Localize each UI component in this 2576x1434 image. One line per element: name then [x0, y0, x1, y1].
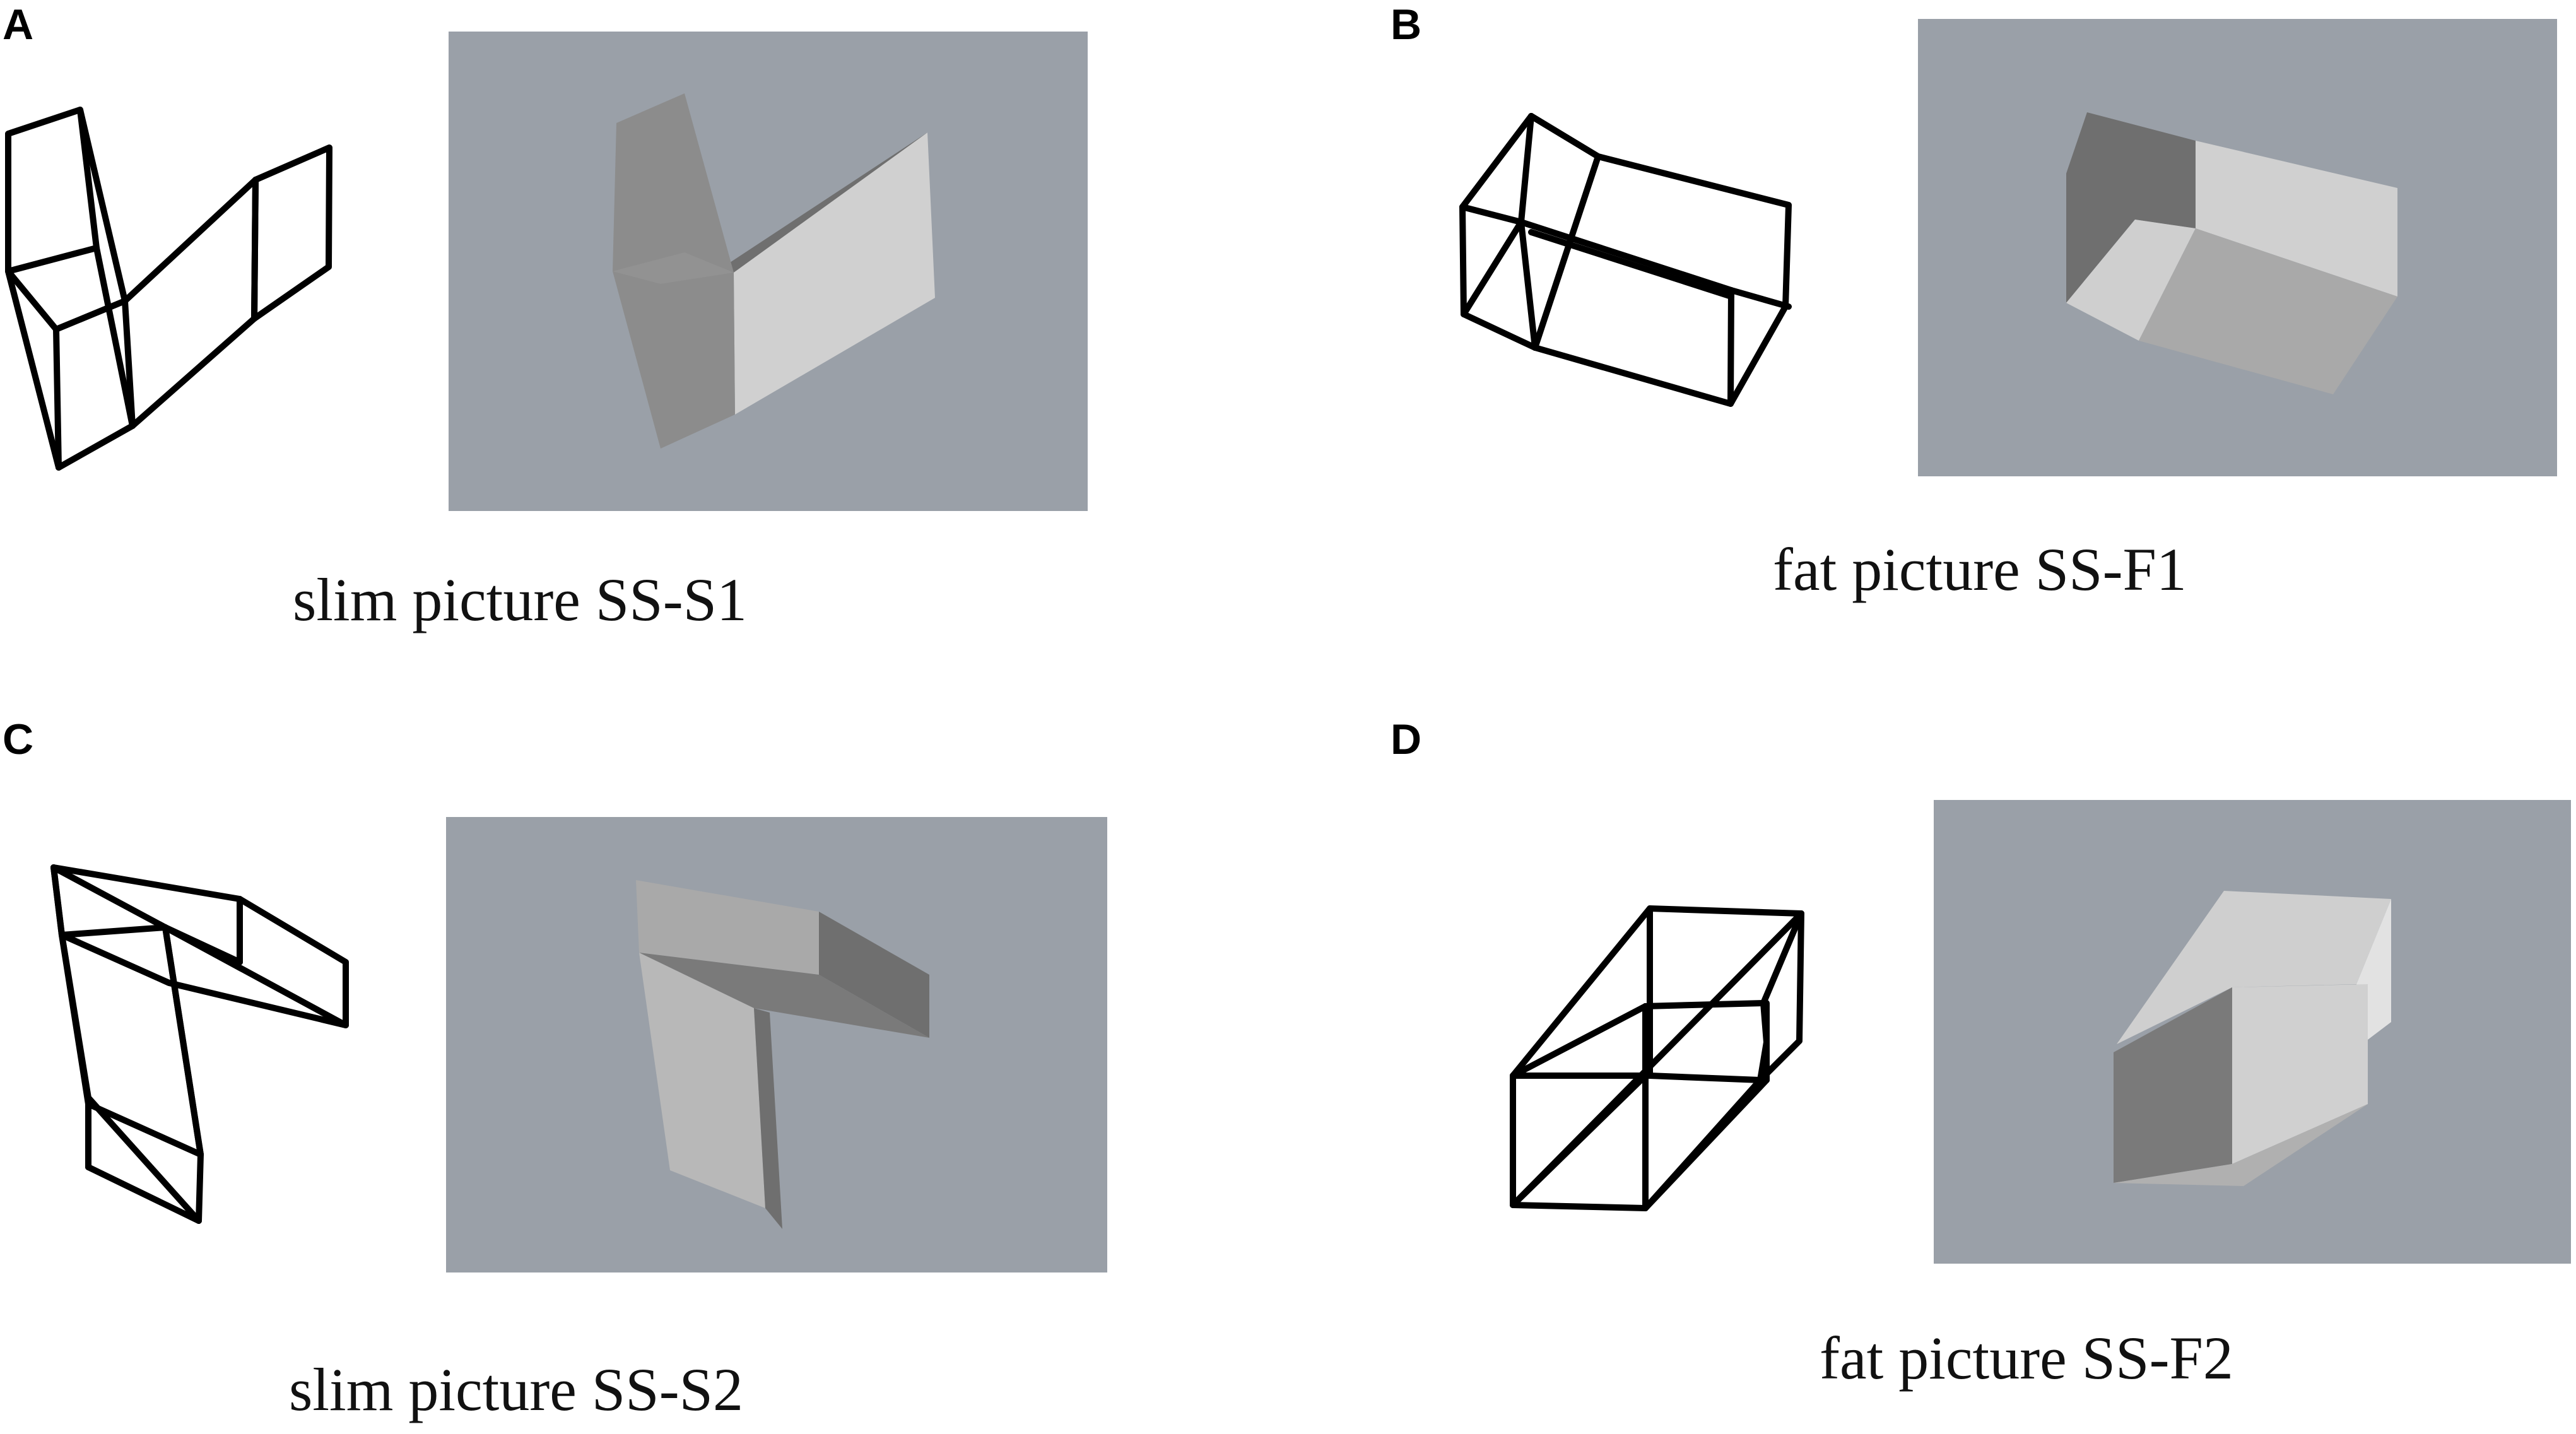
wireframe-d	[1510, 905, 1804, 1211]
cube-face-top-a	[724, 132, 927, 273]
cube-face-bottom-d	[2114, 1104, 2368, 1186]
cube-face-front-c	[639, 953, 765, 1208]
cube-face-top-b	[2196, 141, 2397, 297]
cube-face-edge-a	[613, 252, 734, 284]
caption-b: fat picture SS-F1	[1773, 536, 2187, 603]
render-d	[1934, 800, 2571, 1264]
panel-letter-c: C	[3, 715, 33, 763]
cube-face-top-c	[636, 880, 819, 975]
panel-d: D fat picture SS-F2	[1391, 715, 2571, 1392]
panel-letter-b: B	[1391, 1, 1421, 49]
panel-a: A slim picture SS-S1	[3, 1, 1088, 633]
cube-face-dark-c	[819, 912, 929, 1038]
render-a	[449, 32, 1088, 511]
panel-b: B fat picture SS-F1	[1391, 1, 2557, 603]
render-b	[1918, 19, 2557, 476]
panel-c: C slim picture SS-S2	[3, 715, 1107, 1423]
caption-c: slim picture SS-S2	[289, 1356, 743, 1423]
cube-face-edge-c	[754, 1008, 782, 1229]
caption-d: fat picture SS-F2	[1820, 1324, 2233, 1392]
caption-a: slim picture SS-S1	[293, 566, 747, 633]
cube-face-back-top-d	[2117, 891, 2391, 1044]
cube-face-front-b	[2066, 220, 2196, 341]
wireframe-b	[1459, 113, 1792, 407]
render-c	[446, 817, 1107, 1272]
panel-letter-a: A	[3, 1, 33, 49]
wireframe-a	[5, 107, 332, 471]
wireframe-c	[50, 864, 349, 1224]
panel-letter-d: D	[1391, 715, 1421, 763]
cube-face-dark-b	[2066, 112, 2196, 303]
cube-face-dark-d	[2114, 987, 2232, 1183]
cube-face-front-a	[734, 132, 935, 414]
cube-face-under-c	[639, 953, 929, 1038]
cube-face-bottom-b	[2139, 228, 2397, 394]
